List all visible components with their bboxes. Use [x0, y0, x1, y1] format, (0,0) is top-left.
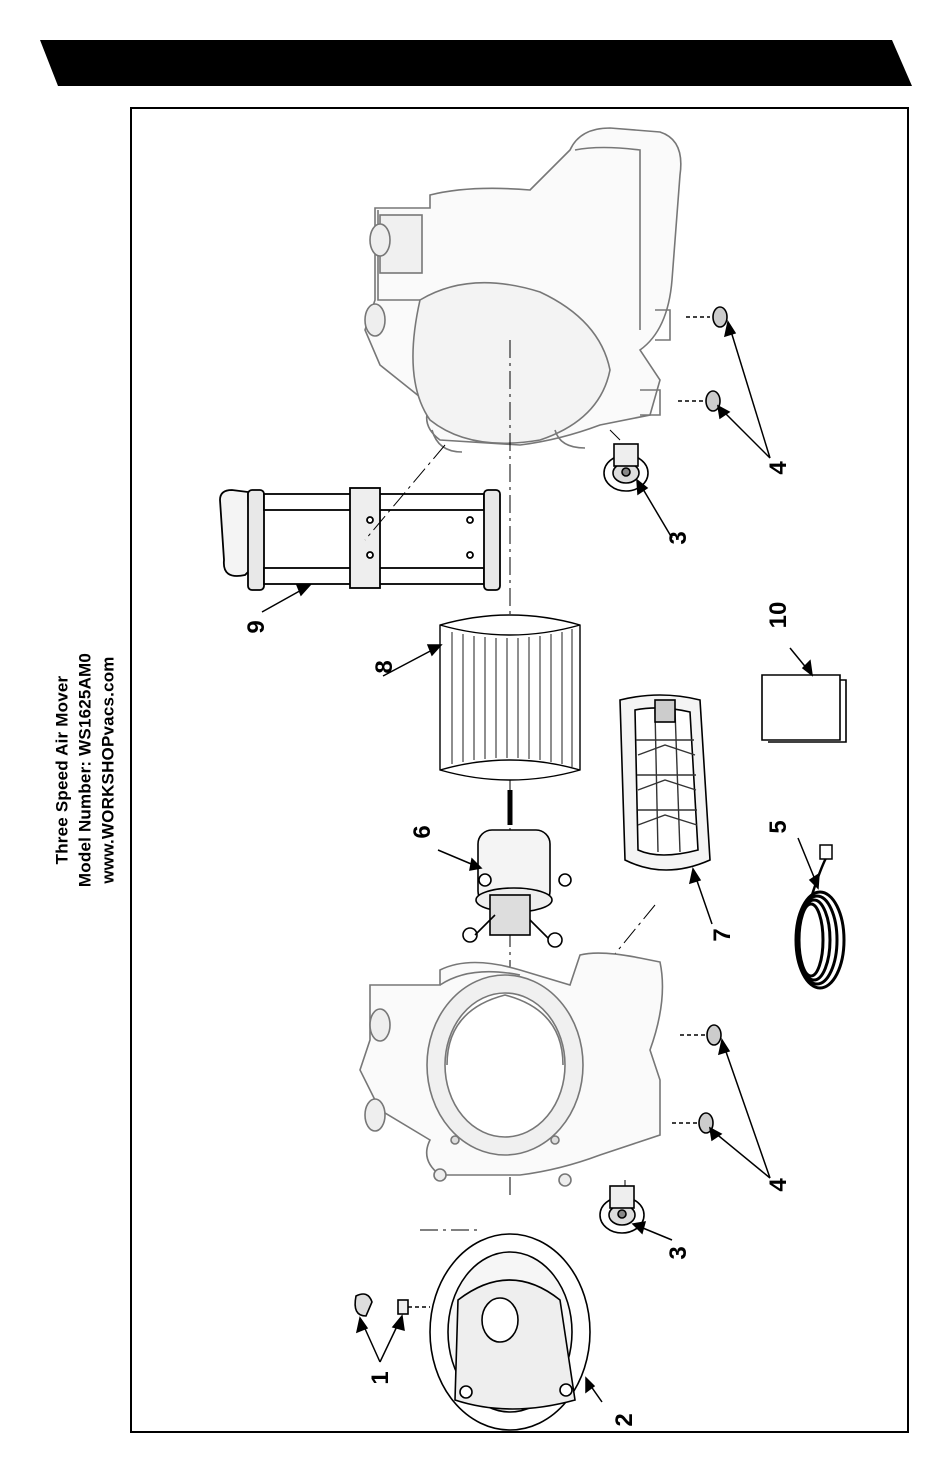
callout-10: 10	[765, 602, 792, 629]
title-block: Three Speed Air Mover Model Number: WS16…	[40, 650, 130, 890]
model-number: Model Number: WS1625AM0	[74, 653, 97, 887]
callout-6: 6	[409, 825, 436, 838]
callout-4-front: 4	[765, 1178, 792, 1192]
header-banner	[40, 40, 912, 86]
callout-3-rear: 3	[665, 531, 692, 544]
callout-8: 8	[371, 660, 398, 673]
website-url: www.WORKSHOPvacs.com	[97, 653, 120, 887]
front-grille	[430, 1234, 590, 1430]
callout-1: 1	[367, 1371, 394, 1384]
callout-7: 7	[709, 928, 736, 941]
impeller-wheel	[440, 615, 580, 825]
callout-5: 5	[765, 820, 792, 833]
callout-9: 9	[243, 620, 270, 633]
front-housing	[360, 953, 662, 1186]
power-cord	[796, 845, 844, 988]
motor	[463, 830, 571, 947]
document-title: Three Speed Air Mover	[51, 653, 74, 887]
owners-manual	[762, 675, 846, 742]
callout-3-front: 3	[665, 1246, 692, 1259]
callout-4-rear: 4	[765, 461, 792, 475]
carry-handle	[220, 488, 500, 590]
title-rotated: Three Speed Air Mover Model Number: WS16…	[51, 653, 120, 887]
rear-bumpers	[678, 307, 727, 411]
front-bumpers	[672, 1025, 721, 1133]
rear-housing	[365, 128, 681, 452]
control-knob	[355, 1294, 430, 1316]
callout-2: 2	[611, 1413, 638, 1426]
inlet-grille	[620, 695, 710, 870]
